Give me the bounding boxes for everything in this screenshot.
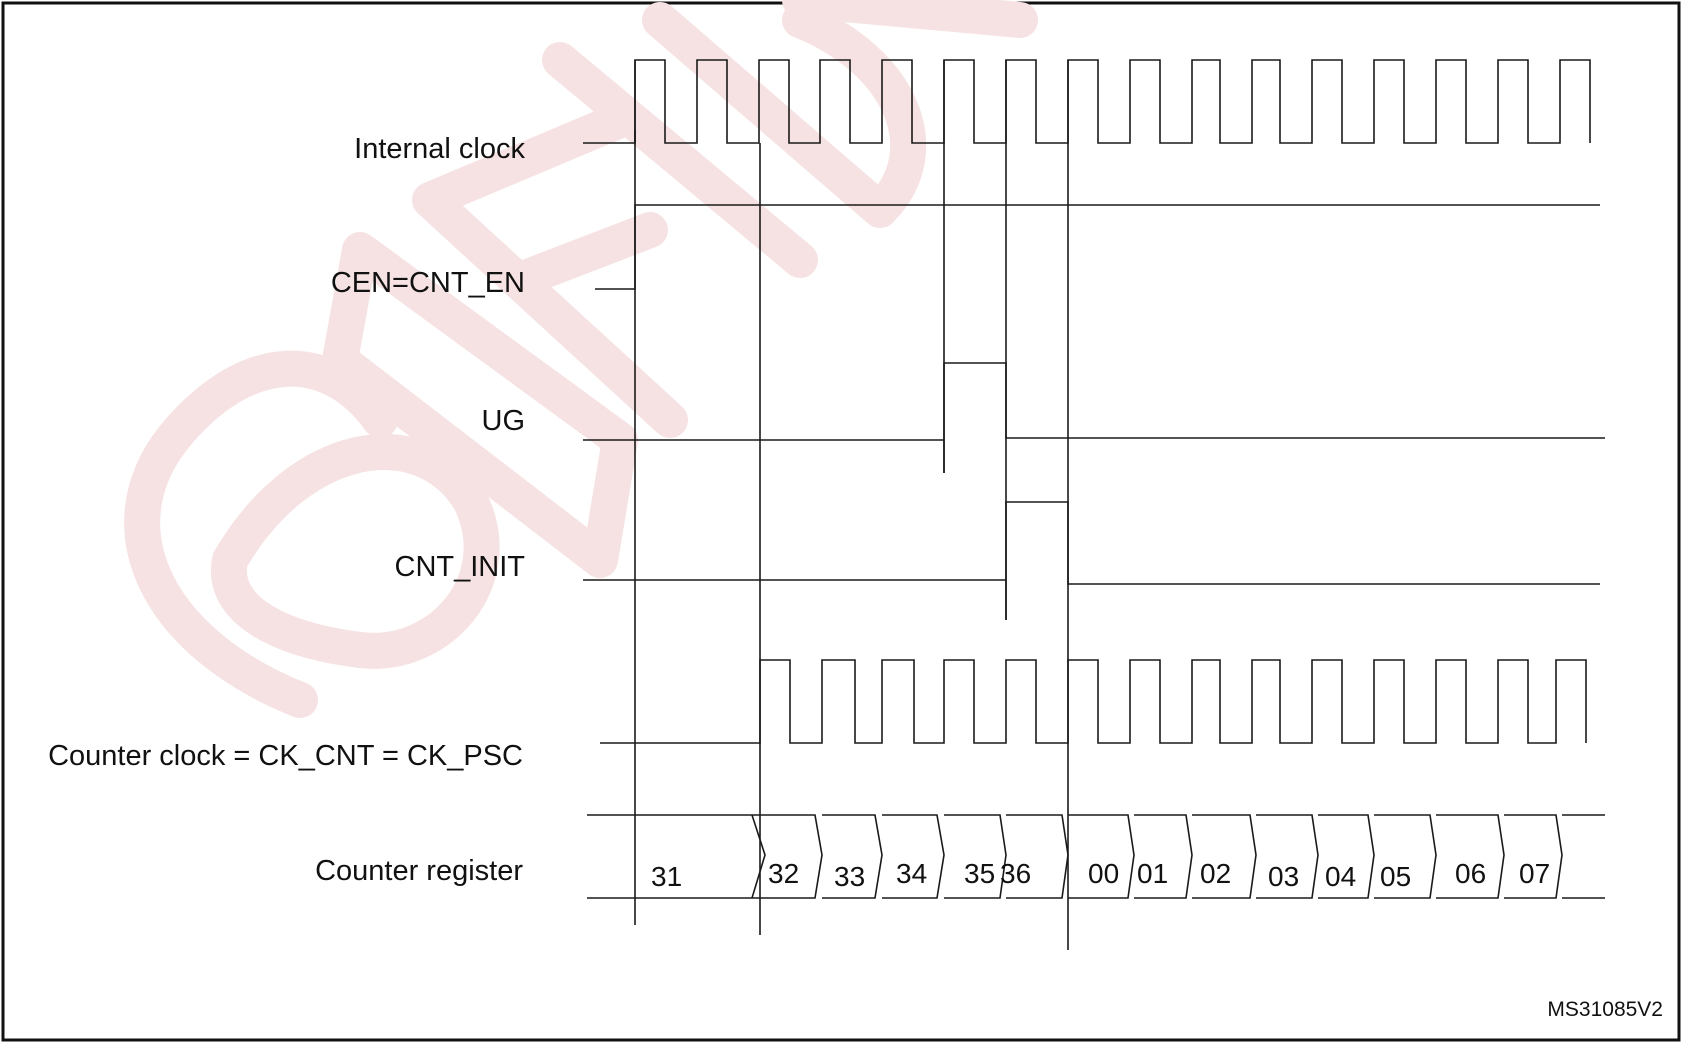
counter-value-04: 04 — [1325, 861, 1356, 892]
counter-value-00: 00 — [1088, 858, 1119, 889]
counter-value-32: 32 — [768, 858, 799, 889]
cen-label: CEN=CNT_EN — [331, 267, 525, 299]
cnt-init-waveform — [583, 501, 1600, 585]
counter-register-label: Counter register — [315, 855, 523, 887]
internal-clock-waveform — [583, 59, 1591, 144]
counter-clock-label: Counter clock = CK_CNT = CK_PSC — [48, 740, 523, 772]
internal-clock-label: Internal clock — [354, 133, 525, 165]
counter-value-03: 03 — [1268, 861, 1299, 892]
counter-value-06: 06 — [1455, 858, 1486, 889]
counter-value-07: 07 — [1519, 858, 1550, 889]
counter-value-35: 35 — [964, 858, 995, 889]
reference-id: MS31085V2 — [1547, 998, 1663, 1021]
ug-label: UG — [482, 405, 526, 437]
ug-waveform — [583, 362, 1605, 441]
counter-value-31: 31 — [651, 861, 682, 892]
counter-value-33: 33 — [834, 861, 865, 892]
counter-clock-waveform — [600, 659, 1587, 744]
cnt-init-label: CNT_INIT — [395, 551, 526, 583]
counter-value-02: 02 — [1200, 858, 1231, 889]
counter-value-36: 36 — [1000, 858, 1031, 889]
counter-value-01: 01 — [1137, 858, 1168, 889]
counter-value-05: 05 — [1380, 861, 1411, 892]
counter-value-34: 34 — [896, 858, 927, 889]
confidential-watermark — [124, 0, 1038, 718]
